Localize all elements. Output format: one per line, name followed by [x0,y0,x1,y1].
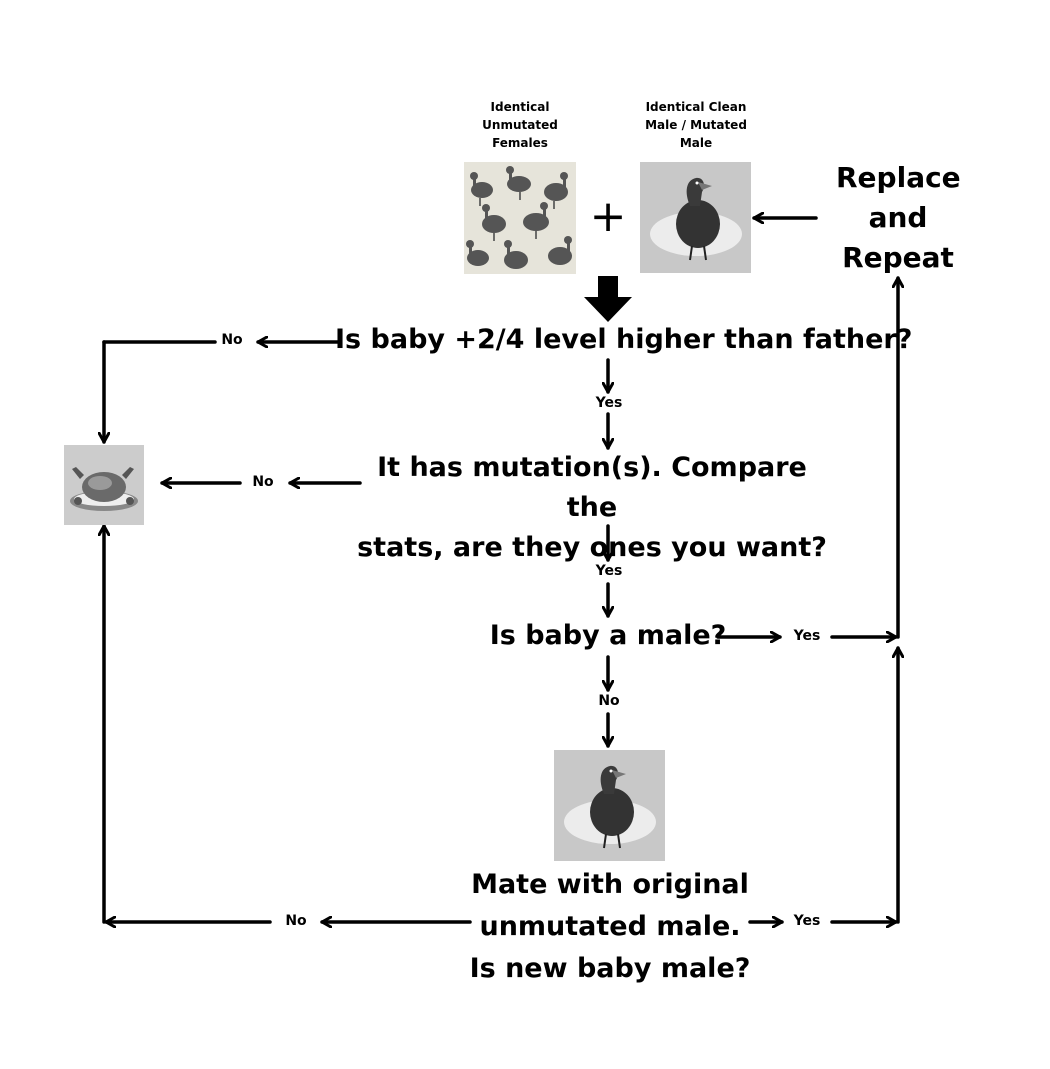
question-mutation-stats: It has mutation(s). Compare the stats, a… [350,448,834,568]
cooked-bird-image [64,445,144,525]
down-block-arrow [584,276,632,322]
question-mutation-stats-line2: stats, are they ones you want? [357,532,827,563]
question-new-baby-male-line2: unmutated male. [479,911,741,942]
edge-label-no: No [252,474,274,490]
question-mutation-stats-line1: It has mutation(s). Compare the [377,452,807,523]
question-new-baby-male-line1: Mate with original [471,869,749,900]
question-level-higher: Is baby +2/4 level higher than father? [335,324,913,355]
edge-label-no: No [285,913,307,929]
male-image [640,162,751,273]
females-image [464,162,576,274]
edge-label-yes: Yes [595,395,623,411]
edge-label-yes: Yes [595,563,623,579]
edge-label-yes: Yes [793,913,821,929]
male-caption: Identical Clean Male / Mutated Male [645,100,747,150]
edge-label-no: No [598,693,620,709]
edge-label-yes: Yes [793,628,821,644]
question-baby-male: Is baby a male? [489,620,727,651]
baby-bird-image [554,750,665,861]
plus-sign: + [589,191,627,242]
question-new-baby-male-line3: Is new baby male? [469,953,751,984]
replace-and-repeat-label: Replace and Repeat [836,161,961,274]
females-caption: Identical Unmutated Females [482,100,558,150]
question-new-baby-male: Mate with original unmutated male. Is ne… [465,864,755,990]
edge-label-no: No [221,332,243,348]
